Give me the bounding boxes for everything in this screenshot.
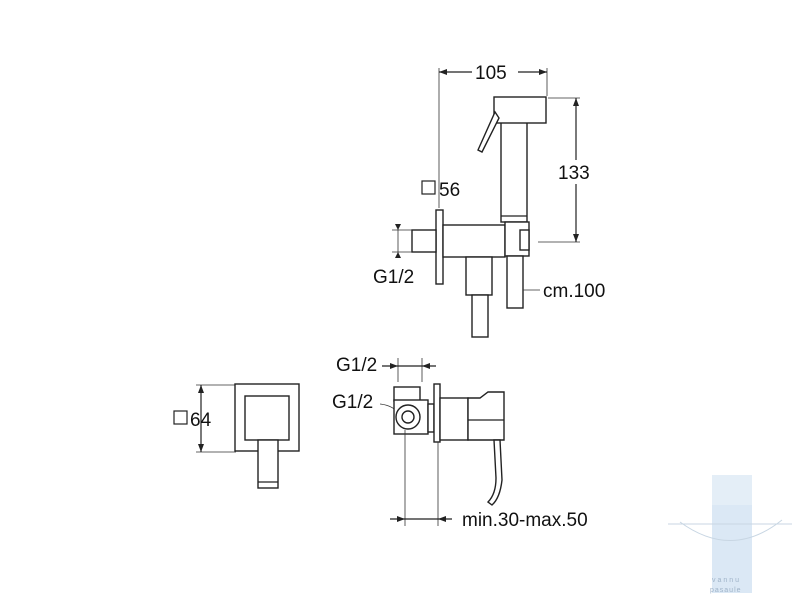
dim-label-56: 56 — [439, 180, 460, 201]
arrow-icon — [397, 516, 405, 522]
trigger-lever — [477, 110, 500, 153]
outlet-hose — [471, 294, 489, 338]
dim-label-g12-b: G1/2 — [332, 392, 373, 413]
arrow-icon — [198, 385, 204, 393]
dim-label-g12-a: G1/2 — [336, 355, 377, 376]
shower-handle — [500, 121, 528, 223]
dim-label-g12-top: G1/2 — [373, 267, 414, 288]
arrow-icon — [439, 69, 447, 75]
section-view: G1/2 G1/2 min.30-max.50 — [332, 355, 588, 531]
section-wall-plate — [433, 383, 441, 443]
dim-label-hose: cm.100 — [543, 281, 605, 302]
front-lever — [257, 439, 279, 489]
shower-head — [493, 96, 547, 124]
arrow-icon — [395, 252, 401, 258]
section-handle — [467, 391, 505, 441]
shower-hose — [506, 255, 524, 309]
square-symbol-icon — [421, 180, 436, 195]
watermark-text-2: pasaule — [710, 587, 742, 594]
section-lever — [486, 439, 503, 506]
arrow-icon — [390, 363, 398, 369]
dim-label-133: 133 — [558, 163, 590, 184]
inlet-connector — [411, 229, 437, 253]
front-view: 64 — [173, 383, 300, 489]
outlet-connector — [465, 256, 493, 296]
arrow-icon — [422, 363, 430, 369]
arrow-icon — [438, 516, 446, 522]
section-top-inlet — [393, 386, 421, 402]
section-valve — [439, 397, 469, 441]
arrow-icon — [573, 234, 579, 242]
wall-plate — [435, 209, 444, 285]
square-symbol-icon — [173, 410, 188, 425]
dim-label-64: 64 — [190, 410, 212, 431]
watermark-logo: vannu pasaule — [668, 475, 792, 594]
dim-label-105: 105 — [475, 63, 507, 84]
side-elevation-view: 105 133 56 G1/2 — [373, 61, 605, 338]
valve-body — [442, 224, 506, 258]
arrow-icon — [395, 224, 401, 230]
dim-label-depth: min.30-max.50 — [462, 510, 588, 531]
watermark-text-1: vannu — [712, 577, 741, 584]
arrow-icon — [573, 98, 579, 106]
arrow-icon — [198, 444, 204, 452]
arrow-icon — [539, 69, 547, 75]
front-valve-square — [244, 395, 290, 441]
